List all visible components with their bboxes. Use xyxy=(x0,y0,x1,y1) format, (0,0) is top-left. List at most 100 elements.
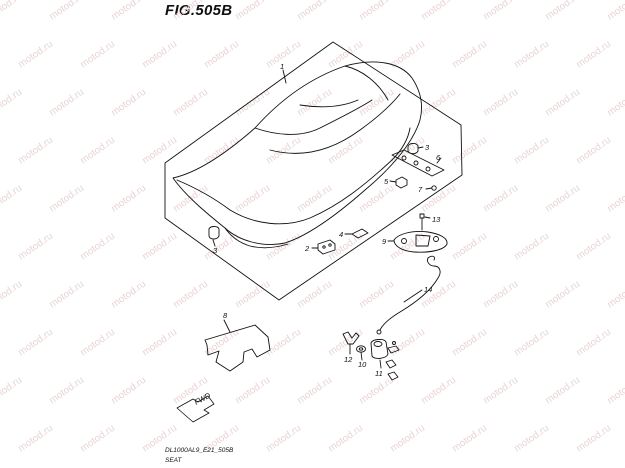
figure-code: DL1000AL9_E21_505B xyxy=(165,447,234,454)
watermark-text: motod.ru xyxy=(605,0,625,22)
watermark-text: motod.ru xyxy=(47,375,86,407)
seat-lock-cable xyxy=(376,255,441,335)
watermark-text: motod.ru xyxy=(264,231,303,263)
watermark-text: motod.ru xyxy=(574,423,613,455)
watermark-text: motod.ru xyxy=(47,183,86,215)
watermark-text: motod.ru xyxy=(419,279,458,311)
watermark-text: motod.ru xyxy=(481,0,520,22)
watermark-text: motod.ru xyxy=(264,327,303,359)
watermark-text: motod.ru xyxy=(171,87,210,119)
callout-11: 11 xyxy=(375,369,383,378)
watermark-text: motod.ru xyxy=(295,183,334,215)
watermark-text: motod.ru xyxy=(574,231,613,263)
callout-1: 1 xyxy=(280,62,284,71)
lock-clip xyxy=(342,331,360,355)
watermark-text: motod.ru xyxy=(605,87,625,119)
watermark-text: motod.ru xyxy=(0,279,24,311)
callout-5: 5 xyxy=(384,177,389,186)
watermark-text: motod.ru xyxy=(357,279,396,311)
watermark-text: motod.ru xyxy=(450,39,489,71)
watermark-text: motod.ru xyxy=(295,0,334,22)
figure-name: SEAT xyxy=(165,457,182,464)
watermark-text: motod.ru xyxy=(295,279,334,311)
watermark-text: motod.ru xyxy=(605,183,625,215)
watermark-text: motod.ru xyxy=(543,279,582,311)
watermark-text: motod.ru xyxy=(512,135,551,167)
watermark-text: motod.ru xyxy=(16,39,55,71)
watermark-text: motod.ru xyxy=(109,183,148,215)
seat-bracket-plate xyxy=(391,149,445,177)
watermark-text: motod.ru xyxy=(16,327,55,359)
watermark-text: motod.ru xyxy=(47,0,86,22)
callout-2: 2 xyxy=(304,244,310,253)
watermark-text: motod.ru xyxy=(481,87,520,119)
assembly-frame xyxy=(164,41,463,301)
watermark-text: motod.ru xyxy=(574,327,613,359)
watermark-text: motod.ru xyxy=(140,39,179,71)
watermark-text: motod.ru xyxy=(326,423,365,455)
watermark-text: motod.ru xyxy=(0,375,24,407)
watermark-text: motod.ru xyxy=(171,0,210,22)
watermark-text: motod.ru xyxy=(16,231,55,263)
watermark-text: motod.ru xyxy=(264,135,303,167)
washer xyxy=(356,345,366,361)
watermark-text: motod.ru xyxy=(233,87,272,119)
watermark-text: motod.ru xyxy=(388,423,427,455)
watermark-text: motod.ru xyxy=(543,87,582,119)
callout-3-lower: 3 xyxy=(213,246,218,255)
callout-3-upper: 3 xyxy=(425,143,430,152)
watermark-text: motod.ru xyxy=(543,183,582,215)
callout-4: 4 xyxy=(339,230,343,239)
watermark-text: motod.ru xyxy=(171,279,210,311)
seat-cover-plate xyxy=(204,319,271,372)
watermark-text: motod.ru xyxy=(450,423,489,455)
watermark-text: motod.ru xyxy=(47,87,86,119)
watermark-text: motod.ru xyxy=(512,231,551,263)
watermark-text: motod.ru xyxy=(202,39,241,71)
leader-line-1 xyxy=(282,69,287,84)
watermark-text: motod.ru xyxy=(140,327,179,359)
watermark-text: motod.ru xyxy=(202,135,241,167)
seat-lock xyxy=(387,231,448,253)
watermark-text: motod.ru xyxy=(419,0,458,22)
watermark-text: motod.ru xyxy=(481,375,520,407)
watermark-text: motod.ru xyxy=(512,327,551,359)
watermark-text: motod.ru xyxy=(419,375,458,407)
watermark-text: motod.ru xyxy=(0,0,24,22)
watermark-text: motod.ru xyxy=(481,183,520,215)
callout-9: 9 xyxy=(382,237,387,246)
callout-13: 13 xyxy=(432,215,441,224)
watermark-text: motod.ru xyxy=(0,183,24,215)
watermark-text: motod.ru xyxy=(481,279,520,311)
watermark-text: motod.ru xyxy=(78,231,117,263)
callout-8: 8 xyxy=(223,311,228,320)
watermark-text: motod.ru xyxy=(0,87,24,119)
watermark-text: motod.ru xyxy=(78,135,117,167)
watermark-text: motod.ru xyxy=(295,375,334,407)
watermark-text: motod.ru xyxy=(16,135,55,167)
watermark-text: motod.ru xyxy=(78,39,117,71)
figure-title: FIG.505B xyxy=(165,2,233,19)
watermark-text: motod.ru xyxy=(295,87,334,119)
watermark-text: motod.ru xyxy=(605,279,625,311)
watermark-text: motod.ru xyxy=(233,279,272,311)
callout-12: 12 xyxy=(344,355,353,364)
watermark-text: motod.ru xyxy=(233,375,272,407)
watermark-text: motod.ru xyxy=(109,87,148,119)
clip xyxy=(311,239,336,255)
watermark-layer: motod.ru motod.ru motod.ru motod.ru motod.ru… xyxy=(0,0,625,454)
watermark-text: motod.ru xyxy=(543,375,582,407)
watermark-text: motod.ru xyxy=(450,135,489,167)
watermark-text: motod.ru xyxy=(388,327,427,359)
watermark-text: motod.ru xyxy=(78,423,117,455)
watermark-text: motod.ru xyxy=(450,327,489,359)
watermark-text: motod.ru xyxy=(512,39,551,71)
watermark-text: motod.ru xyxy=(47,279,86,311)
watermark-text: motod.ru xyxy=(140,231,179,263)
seat-bumper-lower xyxy=(208,226,220,247)
seat xyxy=(172,61,423,249)
callout-7: 7 xyxy=(418,185,423,194)
bolt xyxy=(419,213,431,231)
